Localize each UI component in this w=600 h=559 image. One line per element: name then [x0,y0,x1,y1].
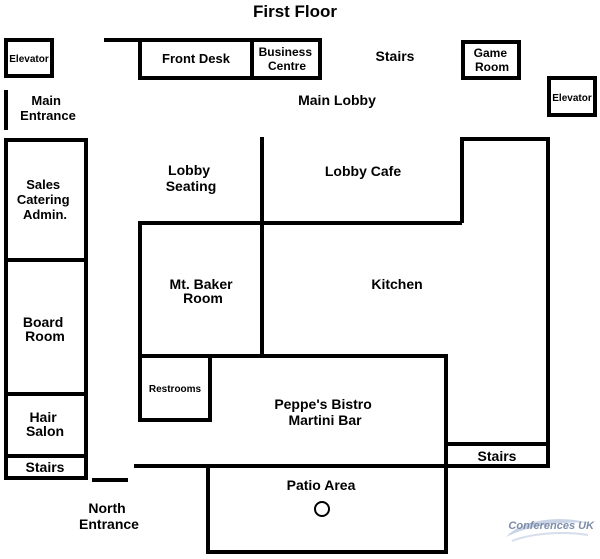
patio-box [206,464,448,554]
kitchen-bottom-wall [262,354,448,444]
game-room-label: Game Room [474,46,511,74]
main-entrance-label: Main Entrance [20,93,76,123]
stairs-right-label: Stairs [478,448,517,464]
mt-baker-label: Mt. Baker Room [170,276,237,306]
sales-catering-label: Sales Catering Admin. [17,177,73,222]
stairs-left-box [4,454,88,480]
elevator-right-box [547,76,597,117]
restrooms-label: Restrooms [149,384,202,395]
kitchen-right-wall [460,137,550,444]
elevator-left-box [4,38,54,78]
peppes-label: Peppe's Bistro Martini Bar [274,396,375,428]
walls [4,38,597,554]
stairs-top-label: Stairs [376,48,415,64]
stairs-right-box [444,442,550,468]
business-centre-box [250,38,322,80]
kitchen-label: Kitchen [371,276,422,292]
lobby-cafe-label: Lobby Cafe [325,163,401,179]
stairs-left-label: Stairs [26,459,65,475]
hair-salon-label: Hair Salon [26,409,64,439]
board-room-label: Board Room [23,314,67,344]
lobby-seating-label: Lobby Seating [166,162,217,194]
patio-label: Patio Area [287,477,356,493]
watermark-text: Conferences UK [508,520,594,532]
elevator-left-label: Elevator [9,54,49,65]
patio-circle-icon [314,501,330,517]
swoosh-icon [506,519,590,542]
north-entrance-label: North Entrance [79,500,139,532]
restrooms-box [138,354,212,422]
game-room-box [461,40,521,80]
main-lobby-label: Main Lobby [298,92,376,108]
watermark-logo: Conferences UK [502,511,594,545]
front-desk-label: Front Desk [162,51,231,66]
page-title: First Floor [253,2,337,21]
elevator-right-label: Elevator [552,93,592,104]
business-centre-label: Business Centre [259,45,316,73]
